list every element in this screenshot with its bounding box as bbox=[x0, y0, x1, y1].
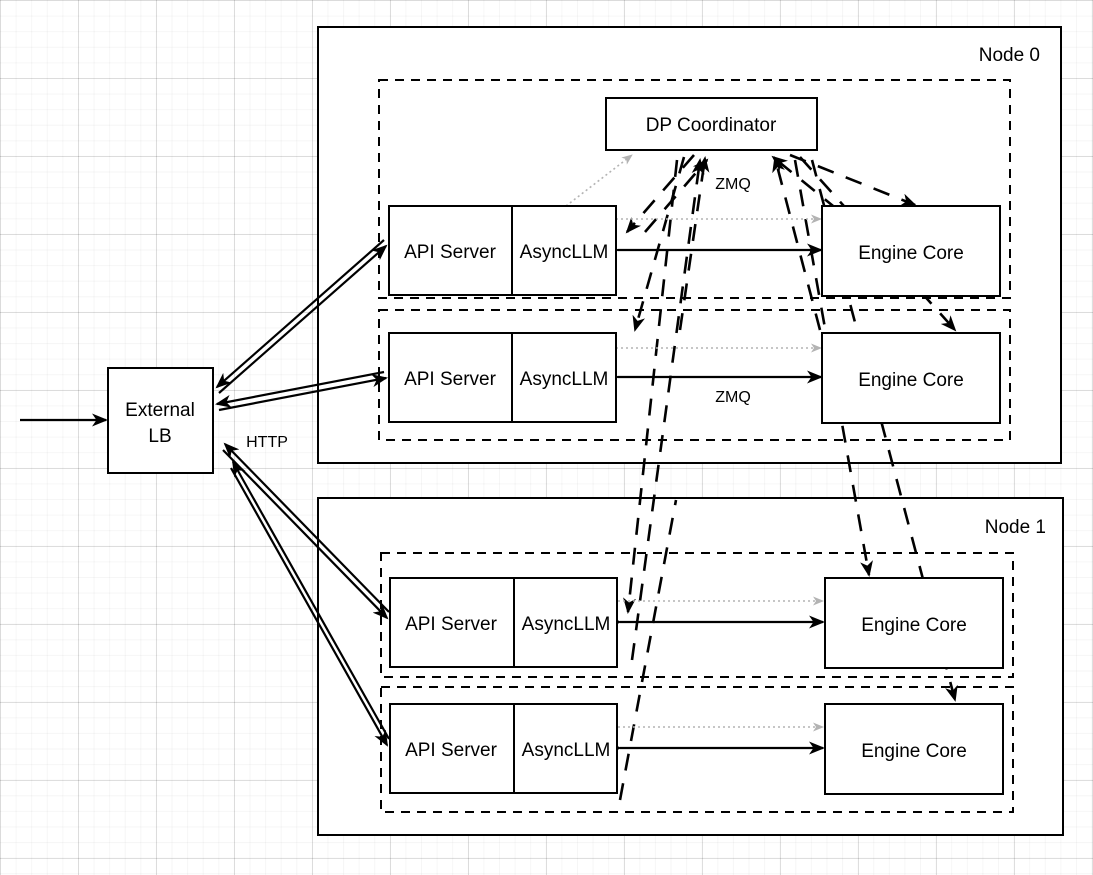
dash-n1r1-async-to-coord bbox=[618, 499, 678, 801]
http-label: HTTP bbox=[246, 434, 288, 451]
dash-coord-to-n1r0-async bbox=[623, 159, 679, 614]
n1-rank0-api-server-label: API Server bbox=[405, 614, 498, 635]
node-0-label: Node 0 bbox=[979, 45, 1040, 66]
external-lb-label-line1: External bbox=[125, 400, 195, 421]
n0-rank0-asyncllm-label: AsyncLLM bbox=[520, 242, 609, 263]
http-lb-to-n1r0 bbox=[222, 449, 389, 620]
node-1-rank-0-group bbox=[380, 552, 1014, 678]
n0-rank1-server-box[interactable] bbox=[388, 332, 617, 423]
n0-rank1-engine-core-box[interactable] bbox=[821, 332, 1001, 424]
http-lb-to-n1r1 bbox=[230, 467, 388, 747]
n1-rank1-engine-core-box[interactable] bbox=[824, 703, 1004, 795]
n0-rank1-asyncllm-label: AsyncLLM bbox=[520, 369, 609, 390]
dp-coordinator-box[interactable] bbox=[605, 97, 818, 151]
http-n1r1-to-lb bbox=[232, 460, 390, 740]
http-n0r1-to-lb bbox=[215, 370, 385, 408]
dash-coord-to-n0r0-core bbox=[789, 153, 917, 207]
node-0-rank-0-group bbox=[378, 79, 1011, 299]
dotted-n0r0-async-to-coord bbox=[565, 154, 633, 207]
n1-rank1-server-box[interactable] bbox=[389, 703, 618, 794]
n1-rank1-asyncllm-label: AsyncLLM bbox=[522, 740, 611, 761]
external-lb-label-line2: LB bbox=[148, 426, 171, 447]
http-n0r0-to-lb bbox=[215, 239, 385, 389]
dash-coord-to-n0r1-core bbox=[799, 156, 957, 332]
n1-rank1-engine-core-label: Engine Core bbox=[861, 741, 967, 762]
http-n1r0-to-lb bbox=[223, 442, 390, 613]
n0-rank1-engine-core-label: Engine Core bbox=[858, 370, 964, 391]
zmq-label-bottom: ZMQ bbox=[715, 389, 751, 406]
external-lb-box[interactable] bbox=[107, 367, 214, 474]
n0-rank1-api-server-label: API Server bbox=[404, 369, 497, 390]
n1-rank1-api-server-label: API Server bbox=[405, 740, 498, 761]
dash-n1r0-async-to-coord bbox=[630, 158, 705, 661]
n0-rank0-engine-core-label: Engine Core bbox=[858, 243, 964, 264]
n0-rank0-server-box[interactable] bbox=[388, 205, 617, 296]
n0-rank0-engine-core-box[interactable] bbox=[821, 205, 1001, 297]
node-1-rank-1-group bbox=[380, 686, 1014, 813]
dash-n0r0-async-to-coord bbox=[644, 158, 709, 233]
n1-rank0-server-box[interactable] bbox=[389, 577, 618, 668]
http-lb-to-n0r1 bbox=[218, 374, 388, 412]
dp-coordinator-label: DP Coordinator bbox=[646, 115, 777, 136]
n1-rank0-engine-core-box[interactable] bbox=[824, 577, 1004, 669]
http-lb-to-n0r0 bbox=[218, 244, 388, 394]
zmq-label-top: ZMQ bbox=[715, 176, 751, 193]
n0-rank0-api-server-label: API Server bbox=[404, 242, 497, 263]
n1-rank0-engine-core-label: Engine Core bbox=[861, 615, 967, 636]
node-1-label: Node 1 bbox=[985, 517, 1046, 538]
n1-rank0-asyncllm-label: AsyncLLM bbox=[522, 614, 611, 635]
